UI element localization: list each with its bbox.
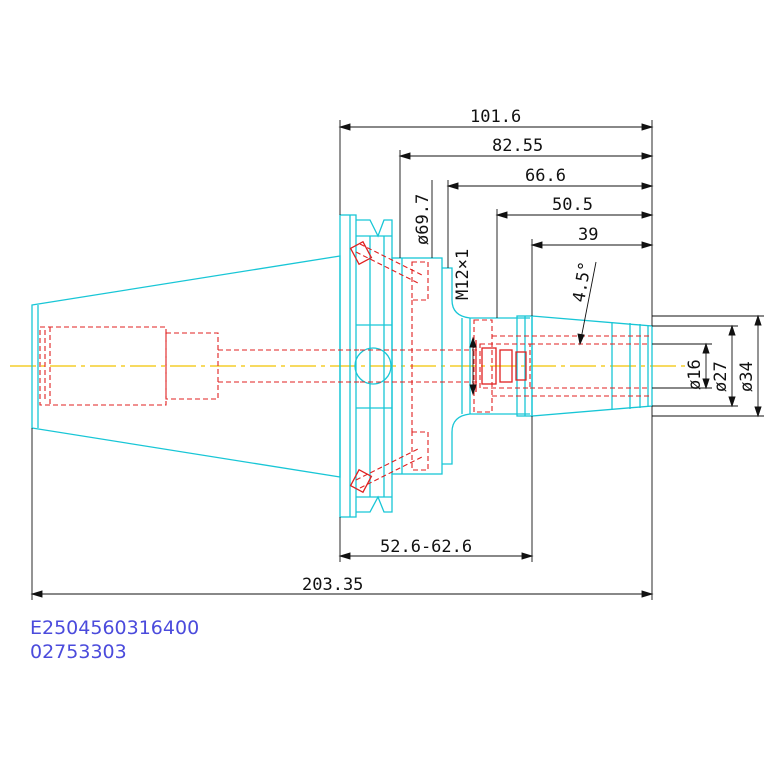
flange [339,214,357,518]
key-circle [354,347,392,385]
dim-101-6: 101.6 [470,107,521,127]
dim-overall: 203.35 [302,575,363,595]
serial-number: 02753303 [30,641,127,663]
dim-dia-27: ø27 [711,361,731,392]
dim-82-55: 82.55 [492,136,543,156]
dim-thread: M12×1 [453,249,473,300]
dim-dia-34: ø34 [737,361,757,392]
collar [391,257,443,475]
hidden-lines [39,243,650,489]
dim-range: 52.6-62.6 [380,537,472,557]
coolant-parts [349,240,527,494]
dimension-lines [30,120,764,600]
dim-angle: 4.5° [569,260,596,304]
neck [442,267,530,465]
dim-50-5: 50.5 [552,195,593,215]
dim-dia-69-7: ø69.7 [413,194,433,245]
dim-66-6: 66.6 [525,166,566,186]
dim-dia-16: ø16 [685,359,705,390]
dim-39: 39 [578,225,598,245]
holder-outline [31,214,653,518]
part-code: E2504560316400 [30,617,199,639]
